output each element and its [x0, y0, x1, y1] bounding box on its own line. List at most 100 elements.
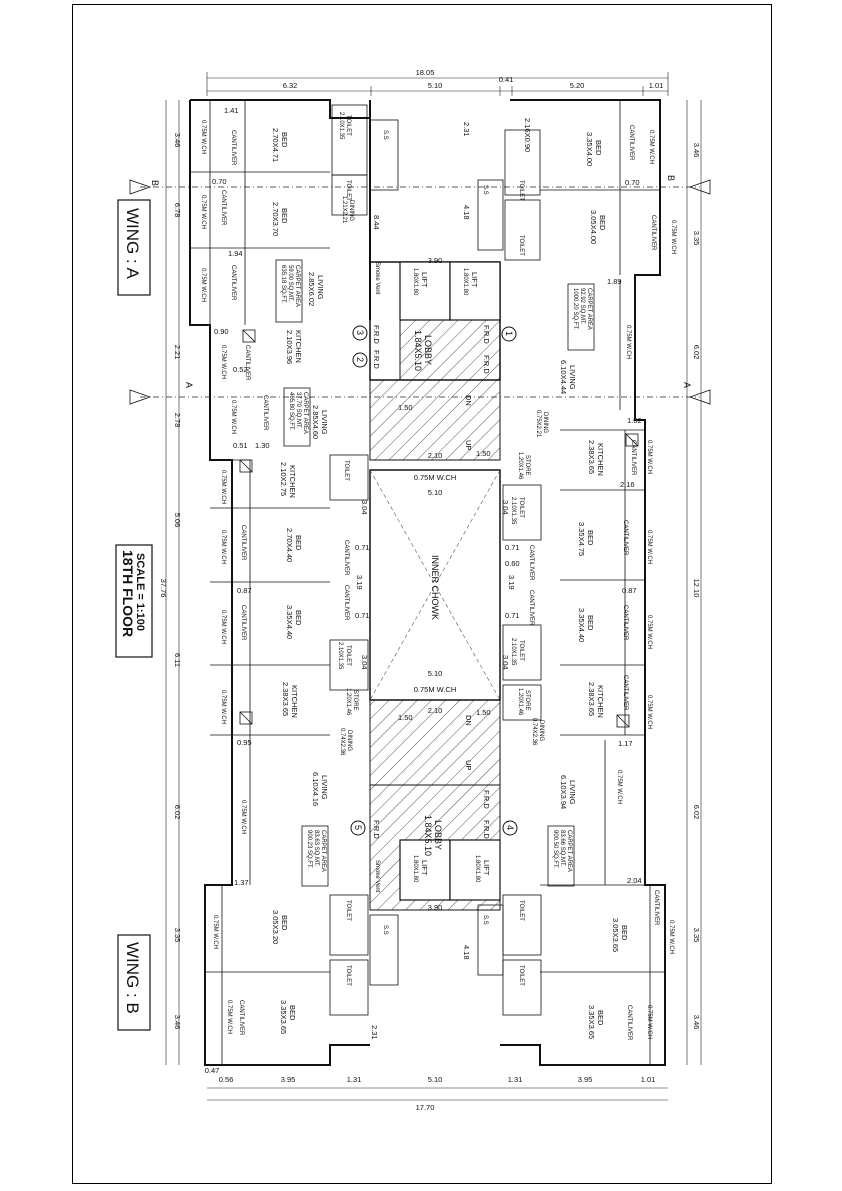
dim-right-3: 6.02 — [692, 345, 701, 360]
dim-071-4: 0.71 — [505, 611, 520, 620]
carpet-b1-l2: 92.92 SQ.MT. — [579, 288, 585, 325]
dim-087-left: 0.87 — [237, 586, 252, 595]
building-outline — [189, 99, 666, 1066]
section-arrow-a-left — [129, 389, 152, 405]
room-bed-a1: BED — [280, 132, 289, 148]
wch-label-16: 0.75M W.CH — [646, 440, 652, 474]
dim-095: 0.95 — [237, 738, 252, 747]
stair-dim-3: 1.50 — [398, 713, 413, 722]
room-dining-a3: DINING — [346, 730, 352, 751]
carpet-b2-l3: 900.50 SQ.FT. — [552, 830, 558, 869]
wch-label-18: 0.75M W.CH — [646, 615, 652, 649]
frd-7: F.R.D — [372, 820, 381, 839]
dim-left-8: 3.35 — [173, 928, 182, 943]
toilet-label-6: TOILET — [518, 497, 524, 518]
dim-418-top: 4.18 — [462, 205, 471, 220]
dim-right-1: 3.46 — [692, 143, 701, 158]
dim-844: 8.44 — [372, 215, 381, 230]
carpet-a3-l2: 83.63 SQ.MT. — [313, 830, 319, 867]
toilet-size-8: 2.10X1.35 — [510, 638, 516, 666]
carpet-a2-l1: CARPET AREA — [302, 392, 308, 434]
wch-label-14: 0.75M W.CH — [670, 220, 676, 254]
wch-label-2: 0.75M W.CH — [200, 195, 206, 229]
room-living-a3: LIVING — [320, 775, 329, 800]
cantilever-label-14: CANTILIVER — [650, 215, 656, 251]
drawing-frame — [72, 4, 772, 1184]
carpet-a3-l3: 900.23 SQ.FT. — [306, 830, 312, 869]
dim-top-1: 6.32 — [283, 81, 298, 90]
toilet-label-10: TOILET — [345, 965, 351, 986]
dim-071-3: 0.71 — [505, 543, 520, 552]
dim-left-2: 6.78 — [173, 203, 182, 218]
dim-390-bottom: 3.90 — [428, 903, 443, 912]
dim-304-right-1: 3.04 — [501, 500, 510, 515]
room-bed-a5: BED — [280, 915, 289, 931]
wing-b-box — [117, 934, 151, 1031]
wing-a-box — [117, 199, 151, 296]
room-bed-b6: BED — [620, 925, 629, 941]
lift-3-label: LIFT — [420, 860, 429, 876]
cantilever-label-10: CANTILIVER — [343, 585, 349, 621]
room-bed-a3: BED — [294, 535, 303, 551]
cantilever-label-18: CANTILIVER — [622, 675, 628, 711]
stair-dim-1: 1.50 — [398, 403, 413, 412]
room-kitchen-a: KITCHEN — [294, 330, 303, 363]
dim-304-left-2: 3.04 — [360, 655, 369, 670]
lift-4-label: LIFT — [482, 860, 491, 876]
lobby-bottom-size: 1.84X5.10 — [423, 815, 433, 856]
stair-width-top: 2.10 — [428, 451, 443, 460]
cantilever-label-3: CANTILIVER — [230, 265, 236, 301]
room-bed-b2-size: 3.35X4.00 — [585, 132, 594, 166]
carpet-a-l3: 635.18 SQ.FT. — [280, 265, 286, 304]
room-bed-b5: BED — [586, 615, 595, 631]
room-living-b2: LIVING — [568, 780, 577, 805]
stair-up-label-2: UP — [464, 760, 473, 770]
toilet-size-7: 2.10X1.35 — [337, 642, 343, 670]
wch-label-22: 0.75M W.CH — [646, 1005, 652, 1039]
dim-overall-bottom: 17.70 — [416, 1103, 435, 1112]
chowk-wch-top: 0.75M W.CH — [414, 473, 457, 482]
room-bed-b3-size: 3.05X4.00 — [589, 210, 598, 244]
dim-left-4: 2.78 — [173, 413, 182, 428]
core-bottom — [369, 699, 501, 911]
cantilever-label-4: CANTILIVER — [244, 345, 250, 381]
wch-label-4: 0.75M W.CH — [220, 345, 226, 379]
cantilever-label-16: CANTILIVER — [622, 520, 628, 556]
toilet-label-9: TOILET — [345, 900, 351, 921]
room-bed-b4: BED — [586, 530, 595, 546]
dim-319-left: 3.19 — [355, 575, 364, 590]
unit-marker-4: 4 — [505, 825, 515, 830]
room-living-b1-size: 6.10X4.44 — [559, 360, 568, 394]
dim-bottom-4: 5.10 — [428, 1075, 443, 1084]
toilet-label-5: TOILET — [343, 460, 349, 481]
dim-130: 1.30 — [255, 441, 270, 450]
ss-3: S.S — [382, 925, 388, 935]
chowk-width-top: 5.10 — [428, 488, 443, 497]
dim-bottom-5: 1.31 — [508, 1075, 523, 1084]
toilet-label-2: TOILET — [345, 180, 351, 201]
section-arrow-a-right — [688, 389, 711, 405]
wch-label-5: 0.75M W.CH — [230, 400, 236, 434]
stair-up-label: UP — [464, 440, 473, 450]
carpet-a3-l1: CARPET AREA — [320, 830, 326, 872]
wch-label-10: 0.75M W.CH — [240, 800, 246, 834]
wch-label-6: 0.75M W.CH — [220, 470, 226, 504]
left-dimensions: 37.76 3.46 6.78 2.21 2.78 5.06 6.11 6.02… — [159, 133, 182, 1030]
cantilever-label-9: CANTILIVER — [343, 540, 349, 576]
carpet-a2-l3: 405.80 SQ.FT. — [288, 392, 294, 431]
room-bed-a2-size: 2.70X3.70 — [271, 202, 280, 236]
store-label-1: STORE — [352, 690, 358, 711]
wch-label-13: 0.75M W.CH — [648, 130, 654, 164]
dim-390-top: 3.90 — [428, 256, 443, 265]
dim-204: 2.04 — [627, 876, 642, 885]
dim-top-2: 5.10 — [428, 81, 443, 90]
cantilever-labels: 0.75M W.CH CANTILIVER 0.75M W.CH CANTILI… — [200, 120, 676, 1041]
dim-052: 0.52 — [233, 365, 248, 374]
section-mark-b-left: B — [150, 180, 160, 186]
room-kitchen-b2: KITCHEN — [596, 685, 605, 718]
cantilever-label-15: CANTILIVER — [630, 440, 636, 476]
wch-label-9: 0.75M W.CH — [220, 690, 226, 724]
frd-6: F.R.D — [482, 820, 491, 839]
stair-dn-label: DN — [464, 395, 473, 406]
frd-3: F.R.D — [372, 325, 381, 344]
